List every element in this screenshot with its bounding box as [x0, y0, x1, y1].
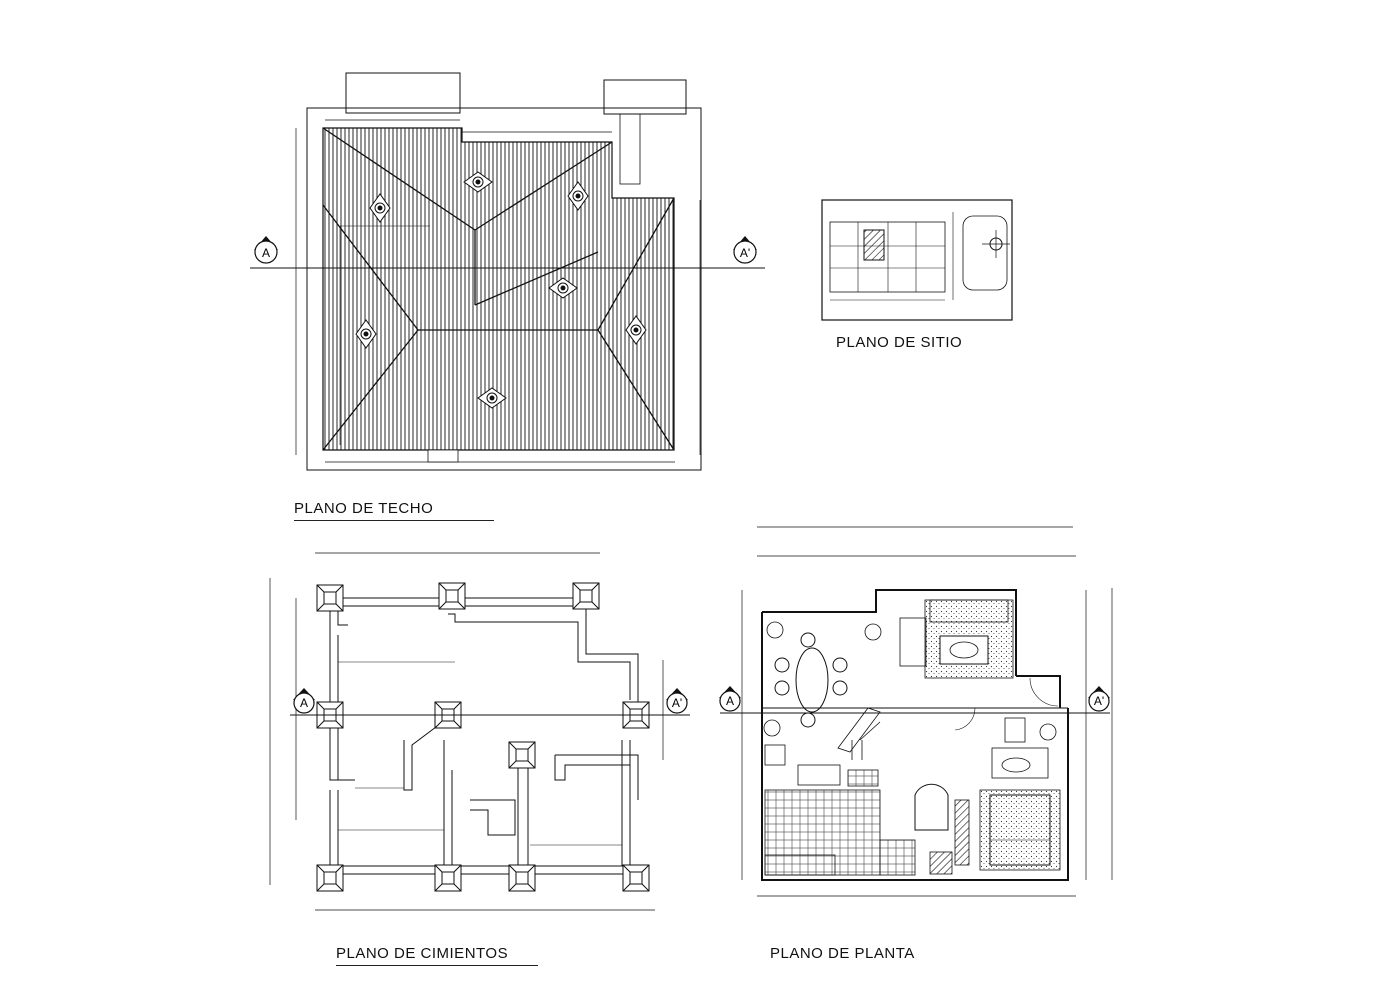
roof-slope-markers — [355, 171, 647, 409]
foundation-section-mark-a-prime: A' — [666, 688, 688, 714]
section-label: A — [726, 694, 734, 708]
floor-plan-title: PLANO DE PLANTA — [770, 945, 915, 962]
roof-section-mark-a: A — [254, 236, 278, 264]
foundation-section-mark-a: A — [293, 688, 315, 714]
section-label: A — [262, 246, 270, 260]
floor-section-mark-a: A — [719, 686, 741, 712]
floor-section-mark-a-prime: A' — [1088, 686, 1110, 712]
site-plan — [821, 199, 1013, 321]
floor-plan — [720, 526, 1113, 897]
site-plan-title: PLANO DE SITIO — [836, 334, 963, 351]
foundation-plan-title: PLANO DE CIMIENTOS — [336, 945, 538, 966]
dining-table — [774, 632, 848, 728]
roof-plan — [250, 72, 765, 471]
section-label: A' — [740, 246, 750, 260]
section-label: A — [300, 696, 308, 710]
section-label: A' — [1094, 694, 1104, 708]
roof-section-mark-a-prime: A' — [733, 236, 757, 264]
foundation-plan — [269, 552, 690, 911]
section-label: A' — [672, 696, 682, 710]
roof-plan-title: PLANO DE TECHO — [294, 500, 494, 521]
